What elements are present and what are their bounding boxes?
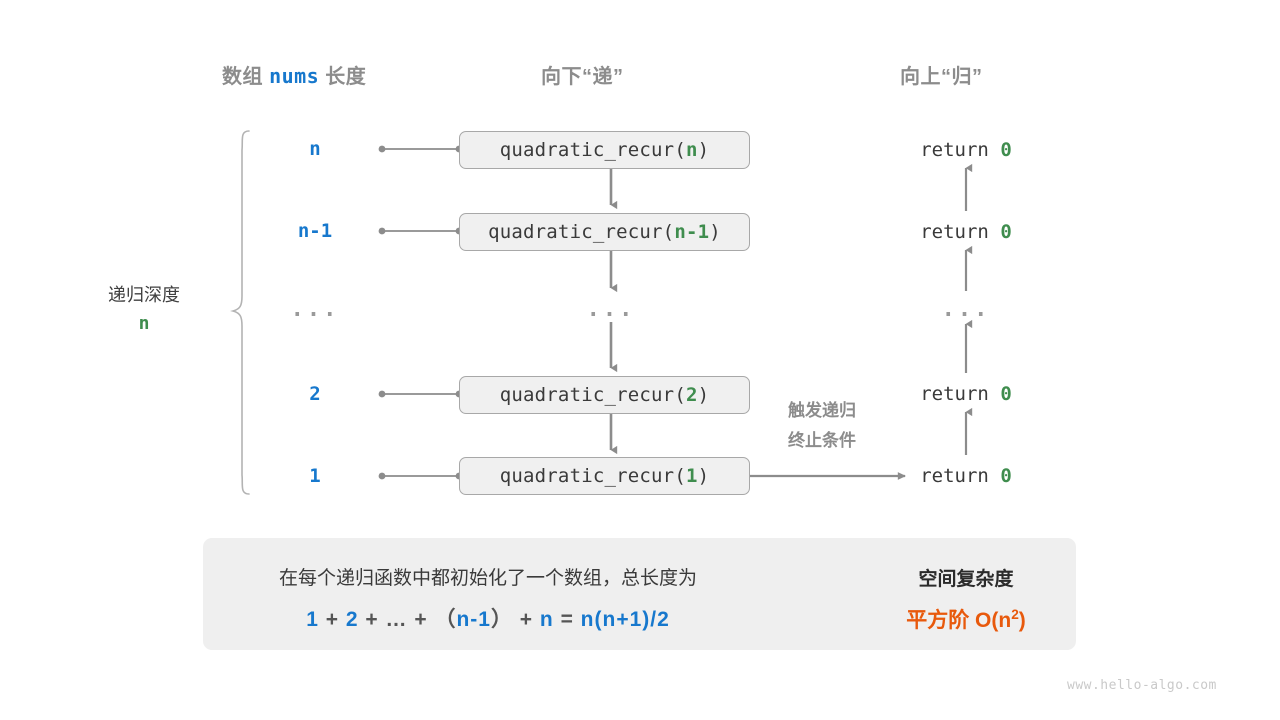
recursion-depth-label: 递归深度 n [46, 282, 242, 338]
ellipsis-right: ... [941, 297, 991, 322]
complexity-title: 空间复杂度 [918, 569, 1014, 590]
depth-connector-row-1 [378, 145, 463, 153]
call-box-row-5-arg: 1 [685, 465, 698, 487]
complexity-value-bigo: O(n [975, 609, 1012, 632]
depth-number-row-4: 2 [309, 383, 321, 405]
summary-panel [203, 538, 1076, 650]
depth-number-row-5: 1 [309, 465, 321, 487]
formula-paren-close: ） [490, 608, 513, 631]
formula-term-2: 2 [345, 608, 359, 631]
call-box-row-4-suffix: ) [697, 384, 710, 406]
ellipsis-middle: ... [586, 297, 636, 322]
call-box-row-1-suffix: ) [697, 139, 710, 161]
return-keyword-row-2: return [920, 221, 989, 243]
call-box-row-4-prefix: quadratic_recur( [499, 384, 686, 406]
call-box-row-2-suffix: ) [709, 221, 721, 243]
return-label-row-4: return 0 [886, 383, 1046, 405]
depth-connector-row-4 [378, 390, 463, 398]
header-right: 向上“归” [900, 66, 983, 88]
formula-result: n(n+1)/2 [580, 608, 670, 631]
return-value-row-5: 0 [1000, 465, 1012, 487]
terminate-note: 触发递归 终止条件 [762, 396, 882, 456]
complexity-value-prefix: 平方阶 [906, 609, 970, 632]
complexity-value-exponent: 2 [1011, 607, 1019, 622]
terminate-note-line-1: 触发递归 [788, 401, 856, 420]
formula-op-2: + [365, 608, 379, 631]
formula-equals: = [560, 608, 574, 631]
formula-op-1: + [325, 608, 339, 631]
recursion-depth-value: n [138, 312, 150, 334]
call-box-row-1-arg: n [685, 139, 698, 161]
return-keyword-row-4: return [920, 383, 989, 405]
recursion-depth-title: 递归深度 [108, 285, 180, 305]
call-box-row-4[interactable]: quadratic_recur(2) [459, 376, 750, 414]
return-value-row-4: 0 [1000, 383, 1012, 405]
formula-term-1: 1 [306, 608, 319, 631]
summary-formula: 1 + 2 + … + （n-1） + n = n(n+1)/2 [203, 603, 773, 633]
header-left: 数组 nums 长度 [222, 60, 366, 89]
call-box-row-5-suffix: ) [697, 465, 710, 487]
ellipsis-left: ... [290, 297, 340, 322]
depth-connector-row-5 [378, 472, 463, 480]
call-box-row-2-prefix: quadratic_recur( [488, 221, 675, 243]
return-keyword-row-5: return [920, 465, 989, 487]
formula-paren-open: （ [434, 608, 457, 631]
return-label-row-1: return 0 [886, 139, 1046, 161]
header-middle: 向下“递” [541, 66, 624, 88]
summary-description: 在每个递归函数中都初始化了一个数组，总长度为 [278, 568, 697, 589]
return-keyword-row-1: return [920, 139, 989, 161]
terminate-note-line-2: 终止条件 [788, 430, 856, 450]
call-box-row-2[interactable]: quadratic_recur(n-1) [459, 213, 750, 251]
depth-number-row-2: n-1 [297, 220, 333, 242]
call-box-row-5-prefix: quadratic_recur( [499, 465, 686, 487]
watermark: www.hello-algo.com [1067, 678, 1217, 693]
return-label-row-2: return 0 [886, 221, 1046, 243]
header-left-prefix: 数组 [222, 66, 263, 88]
return-value-row-1: 0 [1000, 139, 1012, 161]
depth-number-row-1: n [309, 138, 321, 160]
complexity-value: 平方阶 O(n2) [866, 604, 1066, 634]
call-box-row-1[interactable]: quadratic_recur(n) [459, 131, 750, 169]
header-left-code: nums [269, 64, 320, 88]
return-value-row-2: 0 [1000, 221, 1012, 243]
call-box-row-4-arg: 2 [685, 384, 698, 406]
formula-ellipsis: … [385, 608, 408, 631]
call-box-row-1-prefix: quadratic_recur( [499, 139, 686, 161]
formula-op-4: + [519, 608, 534, 631]
formula-op-3: + [414, 608, 428, 631]
header-left-suffix: 长度 [325, 66, 367, 88]
formula-term-3: n-1 [456, 608, 491, 631]
depth-connector-row-2 [378, 227, 463, 235]
formula-term-4: n [539, 608, 554, 631]
complexity-value-close: ) [1018, 609, 1026, 632]
call-box-row-2-arg: n-1 [674, 221, 710, 243]
call-box-row-5[interactable]: quadratic_recur(1) [459, 457, 750, 495]
return-label-row-5: return 0 [886, 465, 1046, 487]
